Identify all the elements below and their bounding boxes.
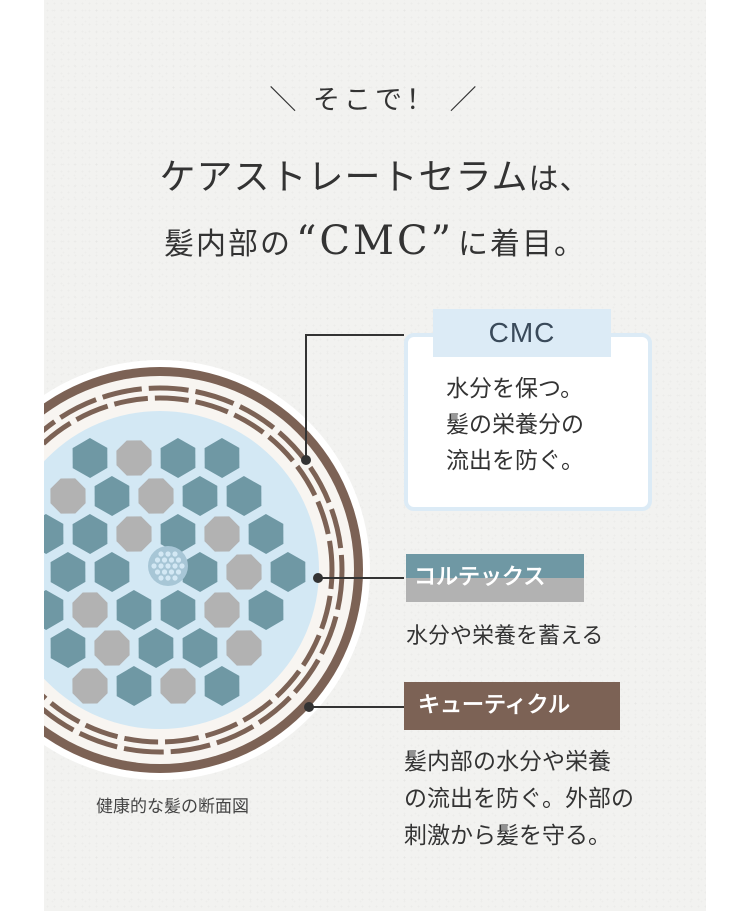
cortex-cell-teal [182,476,218,516]
cortex-cell-teal [160,438,196,478]
medulla-dot [161,569,168,575]
cortex-cell-teal [270,552,306,592]
medulla-dot [158,575,164,581]
cortex-cell-gray [204,516,240,552]
cuticle-ring-2 [44,395,335,745]
medulla-dot [175,557,182,563]
cuticle-ring-1 [44,385,345,755]
headline: ケアストレートセラムは、 [0,148,750,200]
cortex-cell-teal [226,476,262,516]
cuticle-line: 刺激から髪を守る。 [404,823,611,849]
cmc-line: 水分を保つ。 [446,376,584,402]
cuticle-description: 髪内部の水分や栄養 の流出を防ぐ。外部の 刺激から髪を守る。 [404,744,634,855]
cortex-cell-gray [226,554,262,590]
cortex-cell-teal [204,438,240,478]
hair-cross-section [6,360,370,780]
cortex-cell-teal [50,628,86,668]
cortex-cells [6,438,306,706]
diagram-caption: 健康的な髪の断面図 [96,797,249,817]
cortex-pointer-dot [313,573,323,583]
medulla-dot [154,557,161,563]
cortex-cell-gray [94,630,130,666]
cortex-cell-teal [182,552,218,592]
medulla-dot [179,563,185,569]
cortex-cell-gray [116,440,152,476]
medulla-dot [168,569,175,575]
cmc-pointer-dot [301,455,311,465]
subline-prefix: 髪内部の [163,227,292,262]
cuticle-line: 髪内部の水分や栄養 [404,749,611,775]
cortex-cell-gray [226,630,262,666]
cortex-label: コルテックス [406,554,584,602]
cortex-cell-teal [204,666,240,706]
medulla-dot [158,551,164,557]
cortex-cell-gray [72,668,108,704]
cortex-cell-gray [6,554,41,589]
cortex-cell-teal [160,514,196,554]
cortex-cell-teal [72,514,108,554]
cmc-description: 水分を保つ。 髪の栄養分の 流出を防ぐ。 [446,371,584,479]
cortex-cell-gray [204,592,240,628]
cmc-highlight: “CMC” [292,218,458,264]
cortex-cell-gray [116,516,152,552]
subline-suffix: に着目。 [458,227,587,262]
cmc-line: 流出を防ぐ。 [446,448,584,474]
intro-text: ＼ そこで！ ／ [269,85,481,116]
subline: 髪内部の“CMC”に着目。 [0,218,750,264]
medulla-dot [165,575,171,581]
cortex-cell-teal [248,514,284,554]
medulla-dot [172,551,178,557]
product-name: ケアストレートセラム [159,157,529,198]
medulla-dot [151,563,157,569]
cortex-cell-teal [44,514,64,554]
cortex-cell-gray [50,478,86,514]
cortex-cell-teal [138,628,174,668]
cortex-cell-teal [44,590,64,630]
cortex-cell-teal [72,438,108,478]
medulla-dots [151,551,185,581]
medulla-dot [172,563,178,569]
medulla-dot [165,551,171,557]
cortex-cell-teal [116,590,152,630]
cmc-label: CMC [433,309,611,357]
cmc-line: 髪の栄養分の [446,412,584,438]
cortex-cell-teal [94,552,130,592]
cortex-cell-teal [116,666,152,706]
cortex-cell-gray [138,478,174,514]
medulla-dot [165,563,171,569]
cortex-cell-teal [248,590,284,630]
cortex-cell-gray [160,668,196,704]
cuticle-line: の流出を防ぐ。外部の [404,786,634,812]
cortex-cell-teal [94,476,130,516]
cuticle-pointer-dot [304,702,314,712]
medulla-dot [168,557,175,563]
cortex-cell-teal [50,552,86,592]
headline-particle: は、 [528,162,591,197]
medulla-dot [158,563,164,569]
cortex-description: 水分や栄養を蓄える [406,624,604,649]
medulla-dot [154,569,161,575]
cortex-cell-gray [72,592,108,628]
medulla-dot [161,557,168,563]
cortex-cell-teal [182,628,218,668]
medulla-dot [172,575,178,581]
cortex-cell-teal [160,590,196,630]
cmc-leader-line [305,334,404,460]
cuticle-label: キューティクル [404,682,620,730]
medulla-dot [175,569,182,575]
